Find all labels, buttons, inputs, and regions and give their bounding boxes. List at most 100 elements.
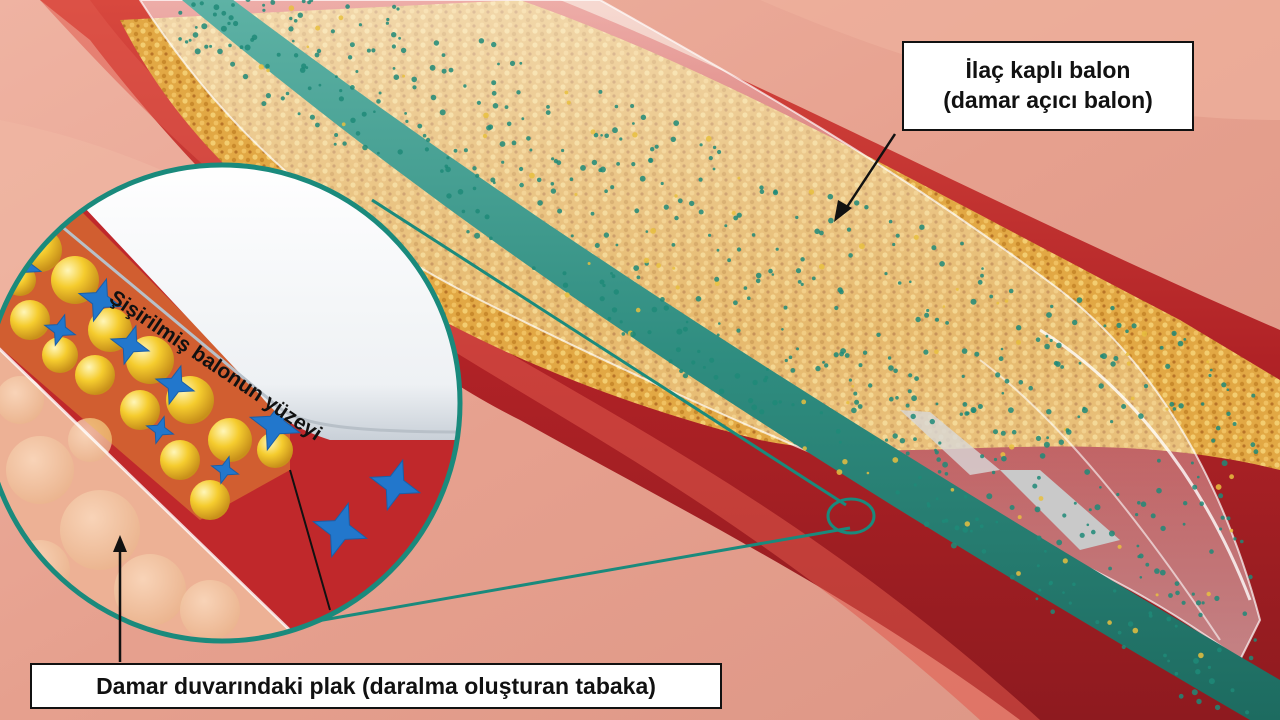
- drug-particle: [613, 289, 619, 295]
- drug-particle: [905, 403, 910, 408]
- drug-particle: [868, 383, 873, 388]
- drug-particle: [1220, 515, 1225, 520]
- drug-particle: [833, 352, 839, 358]
- drug-particle: [714, 280, 720, 286]
- drug-particle: [358, 23, 362, 27]
- drug-particle: [335, 75, 338, 78]
- drug-particle: [1126, 361, 1131, 366]
- drug-particle: [393, 74, 400, 80]
- drug-particle: [801, 399, 807, 405]
- drug-particle: [242, 73, 249, 80]
- drug-particle: [998, 356, 1004, 362]
- drug-particle: [1062, 591, 1065, 594]
- drug-particle: [412, 85, 417, 90]
- drug-particle: [844, 353, 850, 358]
- drug-particle: [1190, 461, 1194, 465]
- drug-particle: [545, 110, 551, 115]
- drug-particle: [509, 60, 516, 66]
- drug-particle: [1195, 669, 1201, 675]
- drug-particle: [221, 10, 227, 16]
- drug-particle: [1036, 564, 1040, 568]
- drug-particle: [430, 94, 437, 101]
- drug-particle: [194, 48, 201, 55]
- drug-particle: [837, 287, 843, 293]
- drug-particle: [793, 441, 797, 445]
- drug-particle: [734, 373, 741, 379]
- drug-crystal: [145, 415, 175, 445]
- drug-particle: [292, 39, 295, 43]
- drug-particle: [630, 331, 636, 338]
- drug-particle: [1172, 407, 1177, 411]
- drug-particle: [854, 200, 860, 206]
- drug-particle: [1211, 438, 1216, 443]
- drug-particle: [1107, 620, 1112, 625]
- drug-particle: [531, 266, 536, 270]
- drug-particle: [307, 0, 311, 5]
- drug-particle: [899, 438, 906, 444]
- drug-particle: [1078, 361, 1082, 365]
- drug-particle: [1139, 576, 1143, 579]
- drug-particle: [663, 204, 669, 210]
- drug-particle: [1103, 324, 1107, 328]
- drug-particle: [355, 70, 359, 73]
- drug-particle: [962, 527, 969, 533]
- drug-particle: [697, 349, 701, 354]
- catheter-silver-band: [1000, 470, 1120, 550]
- drug-particle: [476, 100, 481, 105]
- drug-particle: [724, 224, 728, 228]
- tissue-globule: [60, 490, 140, 570]
- drug-particle: [1218, 493, 1224, 499]
- drug-particle: [853, 391, 858, 396]
- drug-particle: [668, 359, 673, 364]
- drug-particle: [924, 312, 930, 318]
- lipid-globule: [51, 256, 99, 304]
- drug-particle: [1044, 549, 1047, 553]
- drug-particle: [747, 296, 751, 301]
- drug-particle: [751, 404, 758, 411]
- drug-particle: [1248, 574, 1253, 580]
- drug-particle: [285, 91, 290, 96]
- drug-particle: [755, 272, 762, 279]
- drug-crystal: [77, 277, 123, 323]
- drug-particle: [909, 280, 912, 284]
- drug-particle: [1000, 430, 1006, 436]
- drug-particle: [970, 407, 977, 413]
- drug-particle: [1174, 671, 1179, 676]
- drug-particle: [768, 268, 773, 274]
- drug-particle: [1009, 444, 1015, 450]
- drug-particle: [989, 294, 994, 299]
- drug-particle: [1000, 452, 1006, 458]
- drug-particle: [1094, 504, 1101, 511]
- drug-particle: [716, 248, 720, 252]
- drug-particle: [610, 185, 615, 190]
- drug-particle: [884, 438, 889, 442]
- drug-particle: [1219, 527, 1223, 531]
- drug-particle: [355, 131, 361, 136]
- drug-particle: [1148, 614, 1153, 618]
- drug-particle: [1138, 413, 1144, 419]
- drug-particle: [1140, 501, 1147, 508]
- drug-particle: [1166, 616, 1172, 622]
- drug-particle: [590, 129, 596, 135]
- drug-particle: [964, 521, 970, 527]
- drug-particle: [654, 144, 659, 149]
- drug-particle: [1208, 373, 1212, 378]
- drug-particle: [1141, 331, 1148, 337]
- drug-particle: [800, 257, 805, 262]
- balloon-pointer-arrowhead: [834, 200, 852, 222]
- drug-particle: [307, 86, 312, 91]
- drug-particle: [1251, 393, 1256, 398]
- drug-particle: [851, 384, 855, 388]
- drug-particle: [536, 177, 542, 183]
- drug-particle: [519, 61, 523, 65]
- drug-particle: [1113, 356, 1119, 361]
- drug-particle: [795, 268, 802, 274]
- drug-particle: [339, 89, 343, 93]
- drug-particle: [1183, 501, 1188, 506]
- drug-particle: [698, 177, 703, 182]
- drug-particle: [709, 357, 715, 363]
- drug-particle: [376, 99, 381, 104]
- drug-particle: [1049, 338, 1053, 343]
- drug-particle: [265, 93, 271, 99]
- drug-particle: [1017, 515, 1022, 520]
